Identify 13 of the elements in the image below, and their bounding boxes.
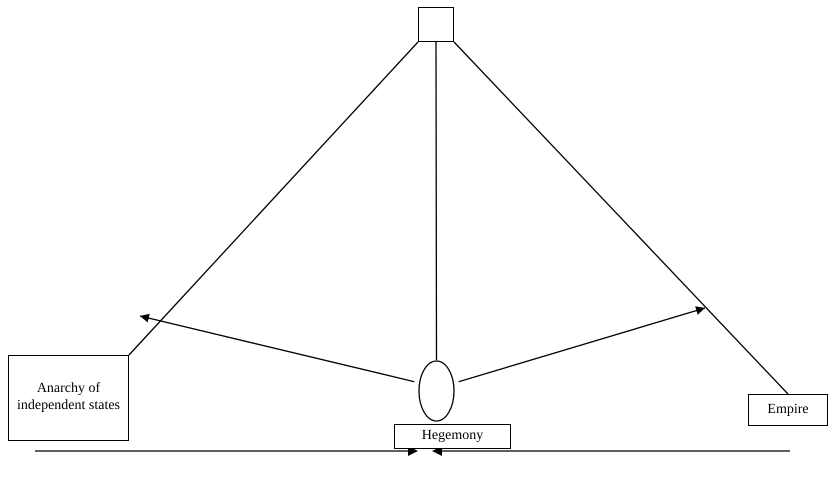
label-box	[8, 355, 129, 441]
box-label: Anarchy of independent states	[16, 381, 122, 415]
connector-line	[454, 42, 788, 394]
arrow	[140, 314, 414, 382]
box-label: Empire	[766, 402, 810, 418]
connector-line	[435, 42, 438, 360]
ellipse-shape	[418, 360, 455, 422]
arrow	[458, 306, 706, 382]
connector-line	[128, 42, 418, 356]
empty-box	[418, 7, 454, 42]
label-box	[394, 424, 511, 449]
label-box	[748, 394, 828, 426]
box-label: Hegemony	[420, 428, 484, 445]
